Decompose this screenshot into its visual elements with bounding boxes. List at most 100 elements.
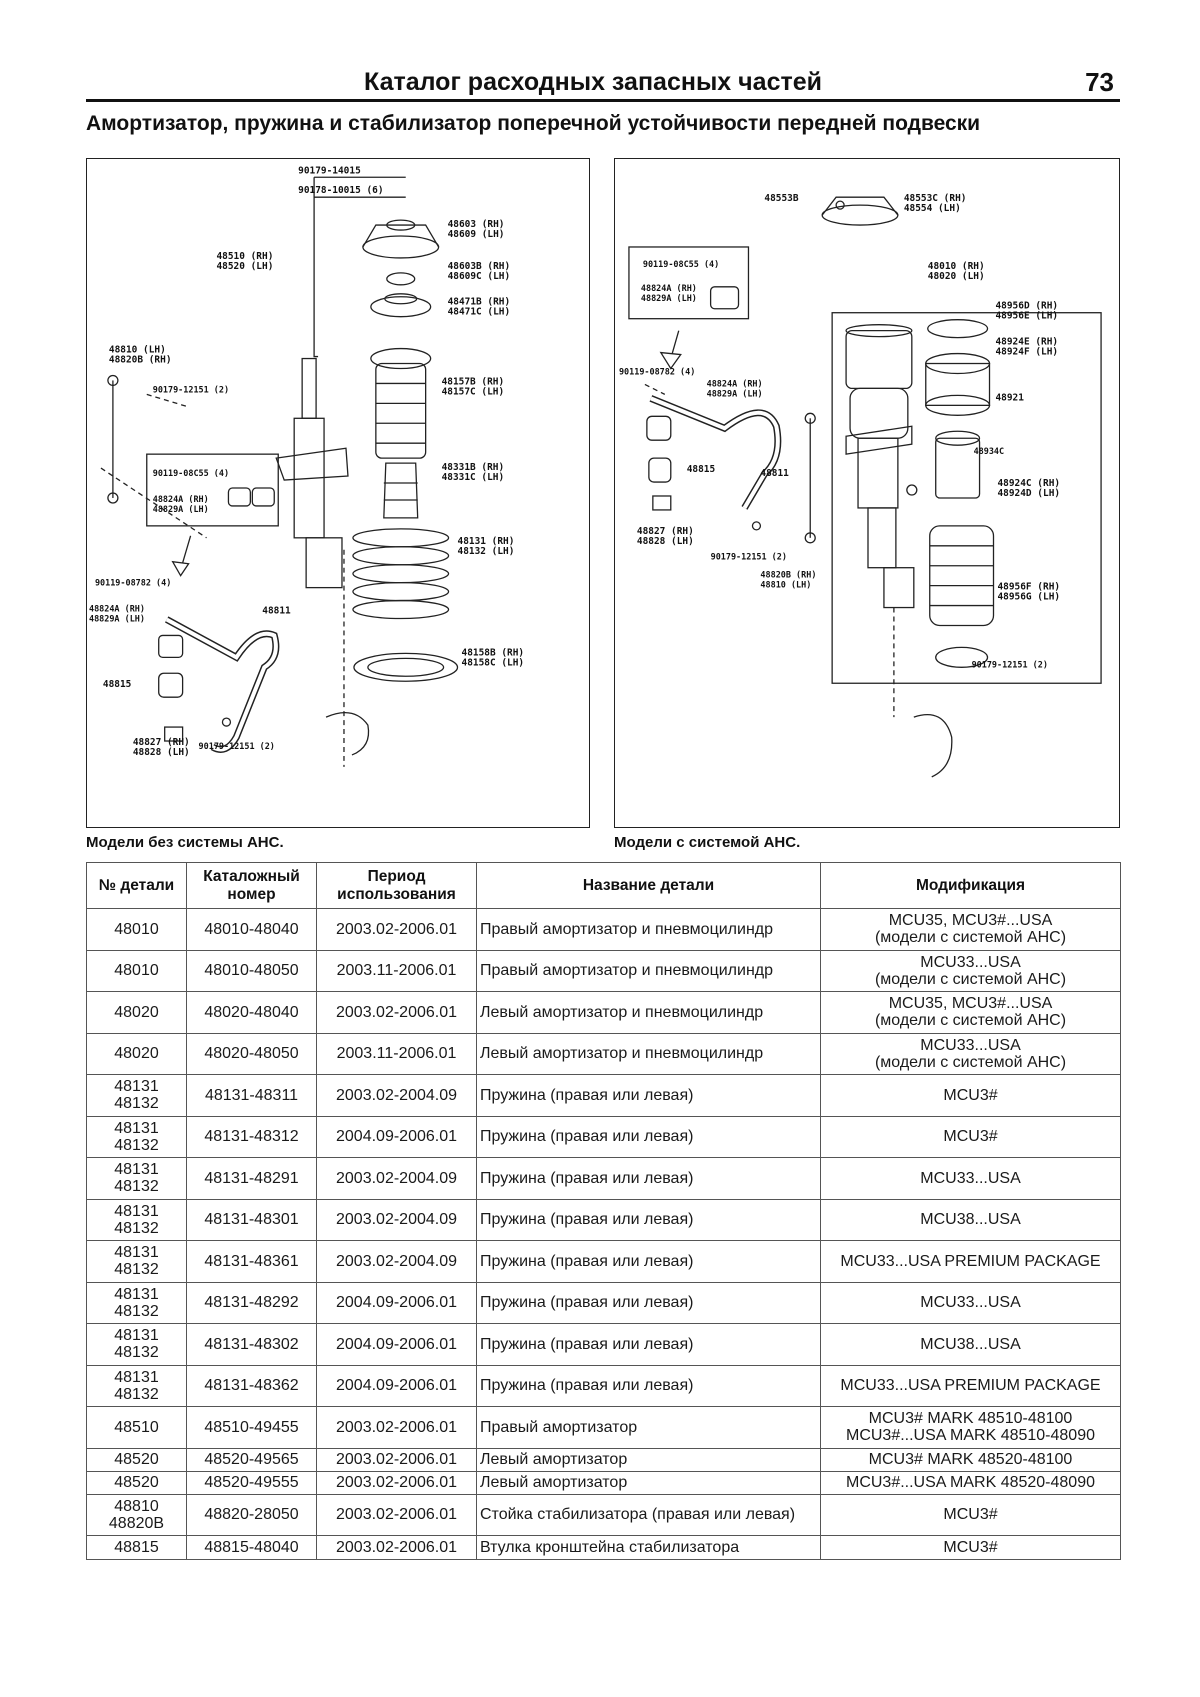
table-header-row: № детали Каталожный номер Период использ… — [86, 862, 1121, 909]
label: 48510 (RH) — [216, 251, 273, 262]
label: 48829A (LH) — [707, 388, 763, 398]
table-cell: MCU38...USA — [820, 1198, 1121, 1241]
table-cell: Пружина (правая или левая) — [476, 1281, 821, 1324]
table-cell: MCU33...USA PREMIUM PACKAGE — [820, 1240, 1121, 1283]
table-cell: Левый амортизатор и пневмоцилиндр — [476, 1032, 821, 1075]
label: 48471B (RH) — [448, 297, 511, 308]
table-cell: MCU3# — [820, 1535, 1121, 1560]
table-cell: 48131-48291 — [186, 1157, 317, 1200]
section-title: Амортизатор, пружина и стабилизатор попе… — [86, 112, 981, 135]
table-cell: Втулка кронштейна стабилизатора — [476, 1535, 821, 1560]
table-cell: MCU35, MCU3#...USA(модели с системой АНС… — [820, 991, 1121, 1034]
table-cell: 2003.02-2006.01 — [316, 1535, 477, 1560]
label: 48824A (RH) — [153, 494, 209, 504]
label: 48820B (RH) — [109, 355, 172, 366]
table-cell: 48131-48361 — [186, 1240, 317, 1283]
label: 48810 (LH) — [109, 345, 166, 356]
table-cell: 48010-48040 — [186, 908, 317, 951]
label: 48934C — [974, 446, 1005, 456]
label: 48609 (LH) — [448, 229, 505, 240]
table-cell: MCU38...USA — [820, 1323, 1121, 1366]
table-cell: 48131-48312 — [186, 1115, 317, 1158]
table-cell: Пружина (правая или левая) — [476, 1074, 821, 1117]
label: 48956D (RH) — [995, 301, 1058, 312]
table-cell: 48131-48292 — [186, 1281, 317, 1324]
parts-table: № детали Каталожный номер Период использ… — [86, 862, 1121, 1560]
label: 48603 (RH) — [448, 219, 505, 230]
table-cell: 2003.11-2006.01 — [316, 949, 477, 992]
table-cell: 48510-49455 — [186, 1406, 317, 1449]
table-cell: MCU3# — [820, 1493, 1121, 1536]
label: 48520 (LH) — [216, 261, 273, 272]
table-cell: Стойка стабилизатора (правая или левая) — [476, 1493, 821, 1536]
table-cell: 48820-28050 — [186, 1493, 317, 1536]
table-cell: MCU3#...USA MARK 48520-48090 — [820, 1470, 1121, 1495]
table-cell: 48131-48362 — [186, 1364, 317, 1407]
label: 48956E (LH) — [995, 311, 1058, 322]
table-cell: 2003.02-2004.09 — [316, 1240, 477, 1283]
label: 48820B (RH) — [760, 570, 816, 580]
table-cell: Пружина (правая или левая) — [476, 1115, 821, 1158]
table-cell: 48520 — [86, 1447, 187, 1472]
diagram-with-ahc: 48553B 48553C (RH) 48554 (LH) 90119-08C5… — [614, 158, 1120, 828]
table-cell: Правый амортизатор и пневмоцилиндр — [476, 908, 821, 951]
table-cell: 2003.02-2006.01 — [316, 1470, 477, 1495]
table-cell: 2004.09-2006.01 — [316, 1323, 477, 1366]
label: 48829A (LH) — [89, 613, 145, 623]
table-cell: MCU3# MARK 48520-48100 — [820, 1447, 1121, 1472]
table-cell: 48010-48050 — [186, 949, 317, 992]
label: 90179-12151 (2) — [972, 659, 1048, 669]
table-cell: MCU3# — [820, 1115, 1121, 1158]
label: 48824A (RH) — [89, 604, 145, 614]
table-cell: 48131-48311 — [186, 1074, 317, 1117]
table-cell: Пружина (правая или левая) — [476, 1364, 821, 1407]
column-header: Название детали — [476, 862, 821, 909]
label: 90179-12151 (2) — [153, 384, 229, 394]
table-cell: MCU33...USA(модели с системой АНС) — [820, 1032, 1121, 1075]
table-cell: 48520 — [86, 1470, 187, 1495]
label: 90119-08782 (4) — [619, 366, 695, 376]
label: 48553B — [764, 193, 798, 204]
label: 48815 — [687, 464, 716, 475]
label: 48829A (LH) — [153, 504, 209, 514]
diagram-left-caption: Модели без системы АНС. — [86, 834, 284, 851]
label: 48020 (LH) — [928, 271, 985, 282]
label: 48924D (LH) — [997, 488, 1060, 499]
table-cell: 48010 — [86, 908, 187, 951]
table-cell: Пружина (правая или левая) — [476, 1240, 821, 1283]
table-cell: MCU33...USA(модели с системой АНС) — [820, 949, 1121, 992]
table-cell: 48020 — [86, 991, 187, 1034]
label: 48824A (RH) — [641, 283, 697, 293]
table-cell: 2004.09-2006.01 — [316, 1281, 477, 1324]
table-cell: Пружина (правая или левая) — [476, 1198, 821, 1241]
table-cell: Левый амортизатор — [476, 1470, 821, 1495]
label: 48924F (LH) — [995, 347, 1058, 358]
label: 48603B (RH) — [448, 261, 511, 272]
label: 90179-14015 — [298, 165, 361, 176]
table-cell: Левый амортизатор — [476, 1447, 821, 1472]
column-header: Модификация — [820, 862, 1121, 909]
label: 48924E (RH) — [995, 337, 1058, 348]
table-cell: 2003.02-2006.01 — [316, 991, 477, 1034]
suspension-diagram-left: 90179-14015 90178-10015 (6) 48603 (RH) 4… — [89, 165, 524, 767]
table-cell: Правый амортизатор и пневмоцилиндр — [476, 949, 821, 992]
label: 90179-12151 (2) — [199, 741, 275, 751]
table-cell: MCU33...USA — [820, 1281, 1121, 1324]
table-cell: 48815 — [86, 1535, 187, 1560]
label: 48921 — [995, 392, 1024, 403]
